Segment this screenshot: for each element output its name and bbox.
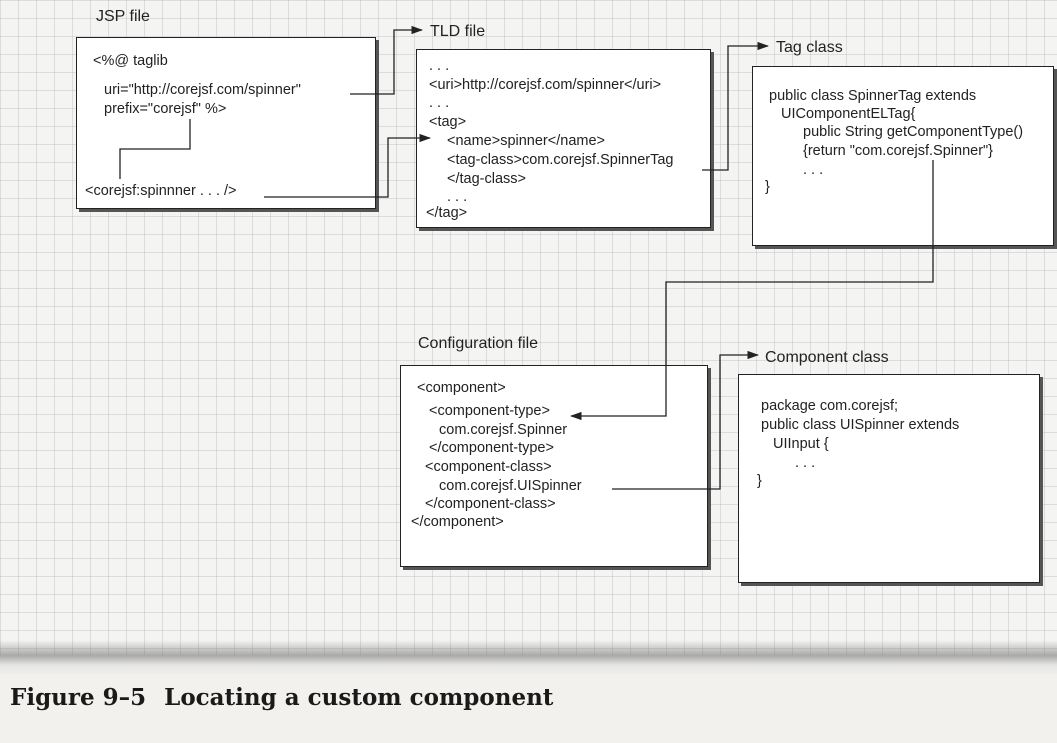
component-line: UIInput { — [773, 436, 829, 452]
tld-line: . . . — [429, 95, 450, 111]
jsp-line: <%@ taglib — [93, 53, 168, 69]
tld-line: </tag-class> — [447, 171, 526, 187]
config-line: </component> — [411, 514, 504, 530]
connector-uri-to-tld — [350, 25, 424, 95]
tld-line: <name>spinner</name> — [447, 133, 605, 149]
jsp-line: <corejsf:spinnner . . . /> — [85, 183, 237, 199]
tag-line: public class SpinnerTag extends — [769, 88, 977, 104]
config-line: <component> — [417, 380, 506, 396]
component-line: } — [757, 473, 762, 489]
config-line: </component-class> — [425, 496, 556, 512]
tld-line: </tag> — [426, 205, 468, 221]
label-tld-file: TLD file — [430, 23, 486, 40]
jsp-line: uri="http://corejsf.com/spinner" — [104, 82, 301, 98]
label-jsp-file: JSP file — [96, 8, 150, 25]
connector-prefix-to-tag — [119, 119, 191, 179]
component-line: package com.corejsf; — [761, 398, 899, 414]
tld-line: <tag> — [429, 114, 467, 130]
page-fold-shadow — [0, 640, 1057, 674]
connector-type-to-config — [569, 160, 934, 421]
config-line: <component-type> — [429, 403, 550, 419]
component-line: . . . — [795, 455, 816, 471]
figure-title: Locating a custom component — [164, 684, 554, 711]
figure-number: Figure 9–5 — [10, 684, 147, 711]
config-line: com.corejsf.Spinner — [439, 422, 568, 438]
label-tag-class: Tag class — [776, 39, 843, 56]
configuration-file-box: <component> <component-type> com.corejsf… — [400, 365, 708, 567]
connector-tagclass-to-tag — [702, 41, 770, 171]
tld-file-box: . . . <uri>http://corejsf.com/spinner</u… — [416, 49, 711, 228]
tld-line: <uri>http://corejsf.com/spinner</uri> — [429, 77, 662, 93]
jsp-file-box: <%@ taglib uri="http://corejsf.com/spinn… — [76, 37, 376, 209]
tld-line: <tag-class>com.corejsf.SpinnerTag — [447, 152, 674, 168]
tld-line: . . . — [429, 58, 450, 74]
tag-class-box: public class SpinnerTag extends UICompon… — [752, 66, 1054, 246]
label-component-class: Component class — [765, 349, 889, 366]
tag-line: } — [765, 179, 770, 195]
config-line: <component-class> — [425, 459, 552, 475]
tag-line: {return "com.corejsf.Spinner"} — [803, 143, 994, 159]
jsp-line: prefix="corejsf" %> — [104, 101, 227, 117]
tld-line: . . . — [447, 189, 468, 205]
tag-line: public String getComponentType() — [803, 124, 1024, 140]
config-line: </component-type> — [429, 440, 554, 456]
component-line: public class UISpinner extends — [761, 417, 960, 433]
connector-class-to-component — [612, 350, 760, 490]
config-line: com.corejsf.UISpinner — [439, 478, 582, 494]
tag-line: . . . — [803, 162, 824, 178]
tag-line: UIComponentELTag{ — [781, 106, 916, 122]
component-class-box: package com.corejsf; public class UISpin… — [738, 374, 1040, 583]
figure-caption: Figure 9–5 Locating a custom component — [10, 684, 553, 711]
connector-tag-to-name — [264, 133, 432, 198]
label-configuration-file: Configuration file — [418, 335, 539, 352]
